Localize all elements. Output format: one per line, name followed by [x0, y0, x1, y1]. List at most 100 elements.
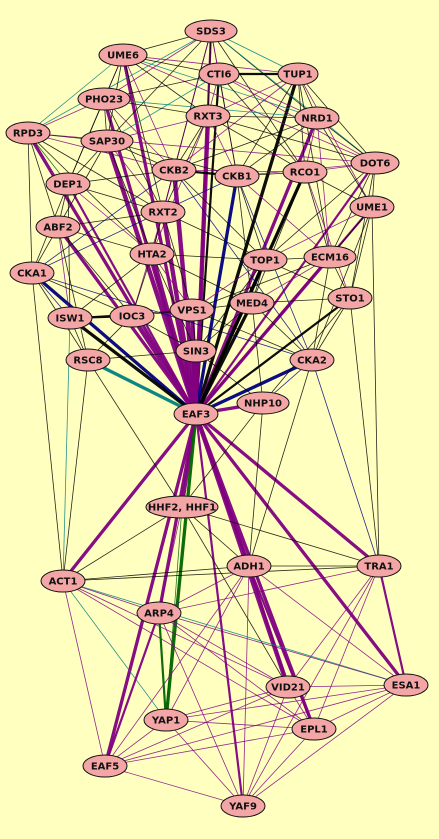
node-cti6[interactable]: CTI6: [198, 62, 240, 86]
edge-eaf3-tra1: [194, 412, 381, 568]
edge-dot6-top1: [264, 162, 376, 261]
node-label: ARP4: [144, 609, 174, 620]
node-abf2[interactable]: ABF2: [35, 215, 81, 239]
node-sto1[interactable]: STO1: [327, 286, 373, 310]
node-vps1[interactable]: VPS1: [169, 298, 215, 322]
edge-sto1-tra1: [349, 297, 380, 567]
node-shape: [143, 708, 189, 732]
node-label: IOC3: [119, 312, 146, 323]
edge-esa1-yaf9: [242, 684, 407, 807]
edge-ckb1-top1: [236, 175, 266, 261]
node-shape: [169, 298, 215, 322]
edge-sds3-pho23: [103, 30, 212, 100]
node-label: RPD3: [13, 129, 43, 140]
node-label: ACT1: [49, 577, 78, 588]
node-dep1[interactable]: DEP1: [45, 172, 91, 196]
node-shape: [226, 554, 272, 578]
node-sin3[interactable]: SIN3: [175, 339, 217, 363]
node-rsc8[interactable]: RSC8: [65, 348, 111, 372]
edge-ckb2-cka1: [31, 169, 175, 274]
edge-med4-nhp10: [251, 302, 264, 404]
edge-eaf3-ckb1: [194, 175, 239, 415]
node-ume1[interactable]: UME1: [349, 195, 395, 219]
node-nhp10[interactable]: NHP10: [236, 391, 290, 415]
edge-hhf2-hhf1-arp4: [158, 506, 183, 614]
node-ume6[interactable]: UME6: [98, 43, 148, 67]
node-pho23[interactable]: PHO23: [77, 87, 131, 111]
node-cka2[interactable]: CKA2: [289, 348, 335, 372]
node-label: ABF2: [43, 223, 72, 234]
edge-rco1-sto1: [304, 171, 351, 299]
node-shape: [198, 62, 240, 86]
node-esa1[interactable]: ESA1: [383, 673, 429, 697]
node-act1[interactable]: ACT1: [40, 569, 86, 593]
edge-eaf3-sto1: [195, 297, 351, 415]
node-ioc3[interactable]: IOC3: [109, 304, 155, 328]
node-label: HHF2, HHF1: [148, 503, 216, 514]
node-eaf3[interactable]: EAF3: [173, 402, 219, 426]
node-label: DEP1: [53, 180, 82, 191]
node-epl1[interactable]: EPL1: [291, 717, 337, 741]
node-cka1[interactable]: CKA1: [9, 261, 55, 285]
node-arp4[interactable]: ARP4: [136, 601, 182, 625]
node-eaf5[interactable]: EAF5: [82, 754, 128, 778]
node-sds3[interactable]: SDS3: [184, 19, 238, 43]
edge-adh1-eaf5: [104, 565, 250, 767]
node-sap30[interactable]: SAP30: [80, 129, 134, 153]
node-top1[interactable]: TOP1: [242, 248, 288, 272]
edge-tup1-ckb2: [173, 73, 299, 171]
node-hhf2-hhf1[interactable]: HHF2, HHF1: [145, 495, 219, 519]
edge-act1-esa1: [62, 580, 407, 686]
edge-ecm16-cka2: [311, 256, 331, 361]
node-dot6[interactable]: DOT6: [350, 151, 400, 175]
node-label: YAP1: [151, 716, 180, 727]
node-rxt3[interactable]: RXT3: [185, 104, 231, 128]
edge-tra1-act1: [62, 565, 380, 582]
node-rco1[interactable]: RCO1: [282, 160, 328, 184]
node-label: CKA2: [297, 356, 327, 367]
edge-ume6-rxt2: [122, 54, 164, 213]
node-yap1[interactable]: YAP1: [143, 708, 189, 732]
node-adh1[interactable]: ADH1: [226, 554, 272, 578]
edge-nrd1-ecm16: [316, 117, 331, 258]
node-rpd3[interactable]: RPD3: [5, 121, 51, 145]
node-tup1[interactable]: TUP1: [277, 62, 319, 86]
node-label: CKA1: [17, 269, 47, 280]
node-vid21[interactable]: VID21: [265, 675, 311, 699]
node-label: YAF9: [228, 802, 257, 813]
node-med4[interactable]: MED4: [229, 291, 275, 315]
node-rxt2[interactable]: RXT2: [140, 200, 186, 224]
edge-act1-yap1: [62, 580, 167, 721]
edge-ckb2-top1: [173, 169, 266, 261]
node-shape: [383, 673, 429, 697]
node-ckb2[interactable]: CKB2: [151, 158, 197, 182]
node-ckb1[interactable]: CKB1: [214, 164, 260, 188]
node-shape: [82, 754, 128, 778]
node-label: MED4: [236, 299, 268, 310]
edge-hta2-isw1: [69, 253, 153, 319]
node-label: TRA1: [364, 562, 393, 573]
edge-eaf3-esa1: [194, 412, 408, 687]
edge-abf2-rsc8: [57, 226, 89, 361]
edge-ume1-cka2: [311, 206, 373, 361]
node-hta2[interactable]: HTA2: [129, 242, 175, 266]
node-label: ECM16: [311, 253, 349, 264]
edge-ecm16-vps1: [191, 256, 331, 311]
node-nrd1[interactable]: NRD1: [294, 106, 340, 130]
node-ecm16[interactable]: ECM16: [303, 245, 357, 269]
edge-adh1-yap1: [165, 565, 250, 721]
edge-ume1-top1: [264, 206, 373, 261]
node-tra1[interactable]: TRA1: [356, 554, 402, 578]
node-label: NHP10: [244, 399, 282, 410]
node-isw1[interactable]: ISW1: [47, 306, 93, 330]
node-label: EAF5: [91, 762, 119, 773]
edge-arp4-vid21: [158, 612, 289, 688]
node-label: RCO1: [290, 168, 321, 179]
node-shape: [294, 106, 340, 130]
node-shape: [80, 129, 134, 153]
node-shape: [140, 200, 186, 224]
node-yaf9[interactable]: YAF9: [220, 794, 266, 818]
edge-ume1-tra1: [371, 206, 380, 567]
edge-tup1-ume1: [297, 73, 373, 208]
